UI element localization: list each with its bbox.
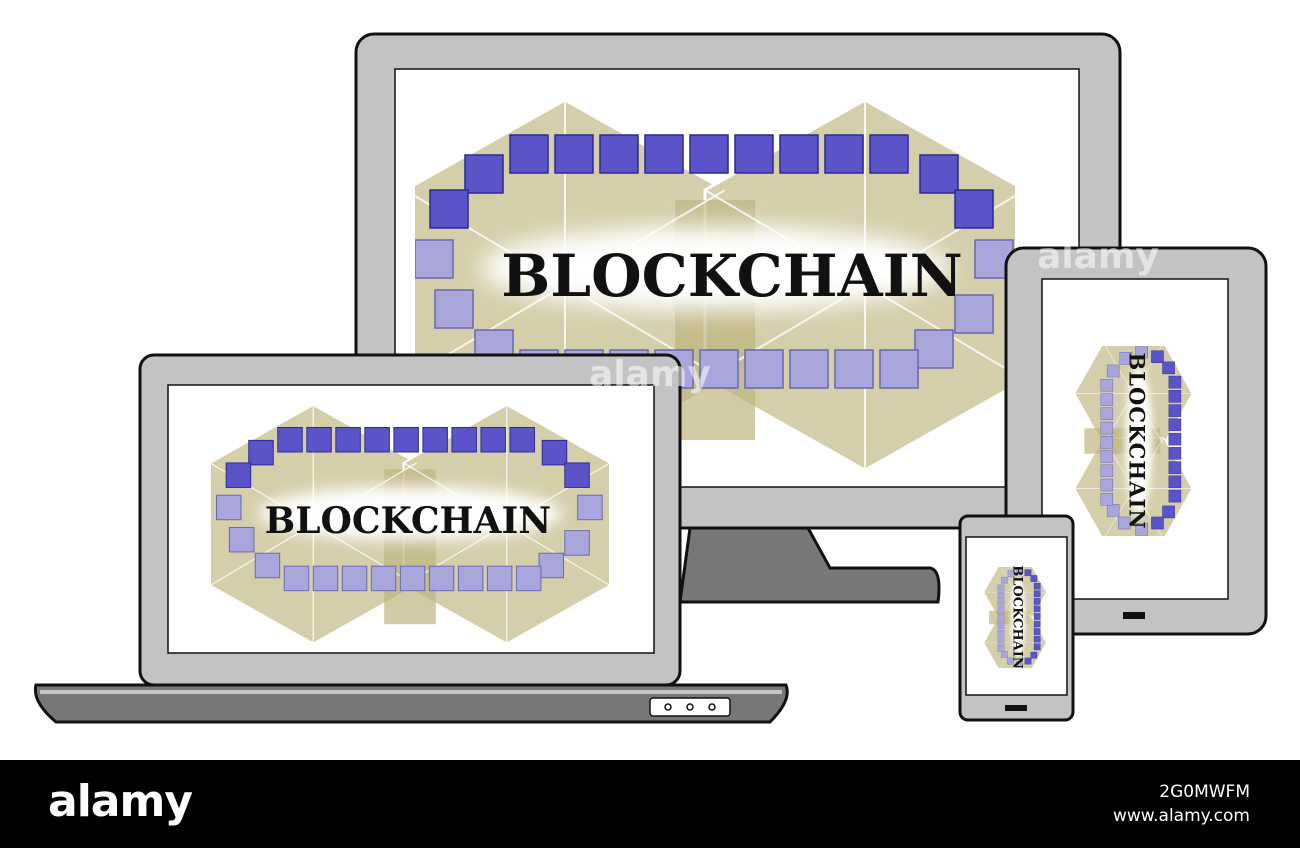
- watermark: alamy: [589, 354, 711, 395]
- alamy-logo: alamy: [48, 776, 193, 827]
- device-mockup-scene: BLOCKCHAIN BLOCKCHAIN BLOCKCHAIN BLOCKCH…: [33, 32, 1268, 724]
- image-url: www.alamy.com: [1112, 806, 1250, 826]
- smartphone: BLOCKCHAIN: [958, 514, 1075, 722]
- watermark: alamy: [1037, 236, 1159, 277]
- image-id: 2G0MWFM: [1159, 782, 1250, 802]
- stock-footer-bar: alamy 2G0MWFM www.alamy.com: [0, 760, 1300, 848]
- image-reference: 2G0MWFM www.alamy.com: [1113, 780, 1250, 828]
- tablet-screen-word: BLOCKCHAIN: [1125, 352, 1150, 529]
- laptop-base: [33, 683, 789, 724]
- laptop-screen-word: BLOCKCHAIN: [265, 500, 551, 542]
- smartphone-home-button: [1005, 705, 1027, 711]
- laptop-port-panel: [649, 697, 731, 717]
- smartphone-screen-word: BLOCKCHAIN: [1010, 565, 1025, 669]
- laptop: BLOCKCHAIN: [33, 353, 789, 724]
- tablet-home-button: [1123, 612, 1145, 619]
- monitor-stand: [678, 526, 941, 604]
- monitor-screen-word: BLOCKCHAIN: [501, 242, 962, 310]
